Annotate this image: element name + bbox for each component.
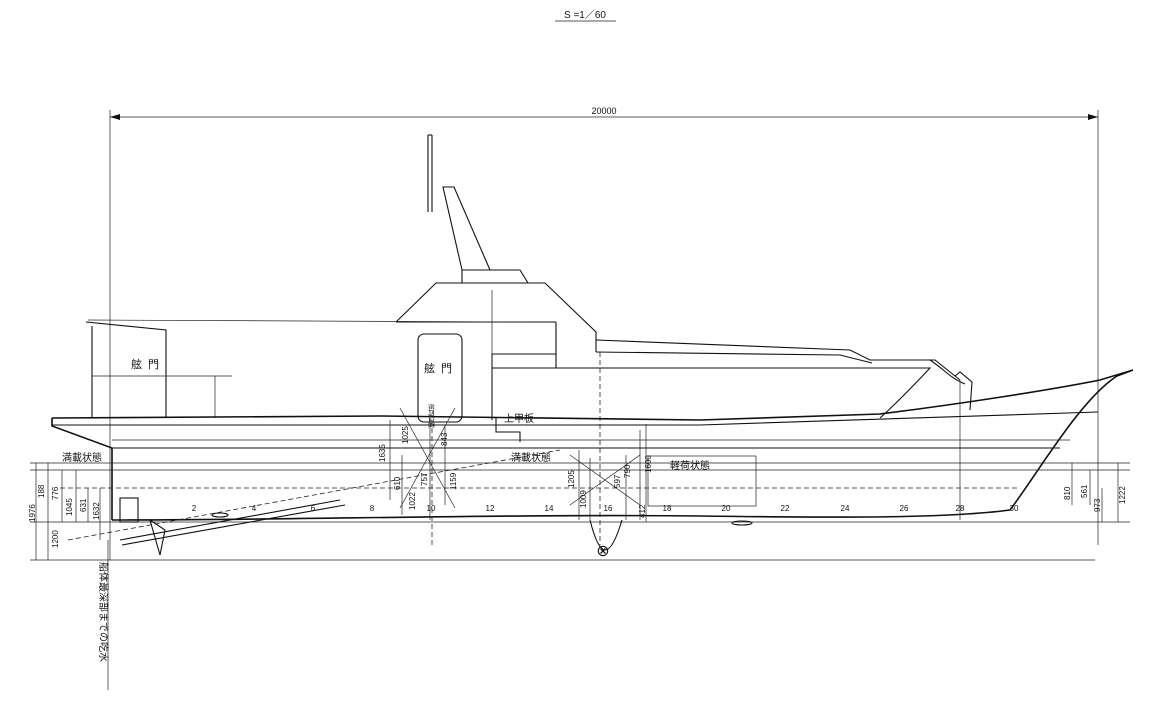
frame-number: 16: [604, 504, 613, 513]
right-dimensions: 810 561 973 1222: [1063, 463, 1127, 522]
frame-number: 24: [841, 504, 850, 513]
left-dimensions: 188 776 1045 631 1632 1976 1200: [28, 463, 101, 560]
scale-label: S =1／60: [564, 9, 606, 21]
frame-number: 18: [663, 504, 672, 513]
propeller-rudder-assembly: [67, 449, 753, 556]
frame-number: 30: [1010, 504, 1019, 513]
aft-shelter: 舷門: [85, 321, 232, 418]
frame-number: 10: [427, 504, 436, 513]
dim-412: 412: [638, 504, 647, 518]
frame-number: 26: [900, 504, 909, 513]
frame-number: 4: [252, 504, 257, 513]
dim-790: 790: [623, 464, 632, 478]
draft-note-label: 船体最深部までの吃水: [97, 562, 110, 662]
dim-776: 776: [51, 486, 60, 500]
dim-1159: 1159: [449, 472, 458, 490]
dim-810: 810: [1063, 486, 1072, 500]
frame-number: 22: [781, 504, 790, 513]
frame-number: 8: [370, 504, 375, 513]
dim-610: 610: [393, 476, 402, 490]
dim-1200: 1200: [51, 530, 60, 548]
upper-deck-label: 上甲板: [504, 412, 534, 425]
dim-188: 188: [37, 484, 46, 498]
frame-number: 6: [311, 504, 316, 513]
overall-length-label: 20000: [591, 106, 616, 116]
dim-973: 973: [1093, 498, 1102, 512]
dim-1025: 1025: [401, 426, 410, 444]
dim-843: 843: [440, 432, 449, 446]
light-condition-label: 軽荷状態: [670, 459, 710, 472]
frame-number: 12: [486, 504, 495, 513]
rudder-door-mid-label: 舷門: [424, 361, 458, 375]
dim-1022: 1022: [408, 492, 417, 510]
frame-number: 14: [545, 504, 554, 513]
dim-1222: 1222: [1118, 486, 1127, 504]
dim-631: 631: [79, 498, 88, 512]
dim-561: 561: [1080, 484, 1089, 498]
dim-1205: 1205: [567, 470, 576, 488]
dim-1045: 1045: [65, 498, 74, 516]
full-load-label-mid: 満載状態: [511, 451, 551, 464]
dim-1009: 1009: [579, 490, 588, 508]
deck-step: [495, 418, 521, 442]
dim-1635: 1635: [378, 444, 387, 462]
frame-number: 20: [722, 504, 731, 513]
mast: [427, 134, 529, 284]
mid-dimensions: 1635 1025 610 1022 757 843 1159 1205 100…: [378, 407, 653, 545]
dim-757: 757: [420, 472, 429, 486]
dim-597: 597: [613, 474, 622, 488]
dim-1976: 1976: [28, 504, 37, 522]
full-load-label-left: 満載状態: [62, 451, 102, 464]
overall-length-dimension: 20000: [109, 106, 1099, 560]
dim-1632: 1632: [92, 502, 101, 520]
bilge-keel-symbol: ⊗: [596, 543, 609, 560]
frame-number: 2: [192, 504, 197, 513]
dim-1600: 1600: [644, 455, 653, 473]
frame-number: 28: [956, 504, 965, 513]
side-door: 舷門 舷門位置: [417, 333, 463, 428]
rudder-door-aft-label: 舷門: [131, 357, 165, 371]
